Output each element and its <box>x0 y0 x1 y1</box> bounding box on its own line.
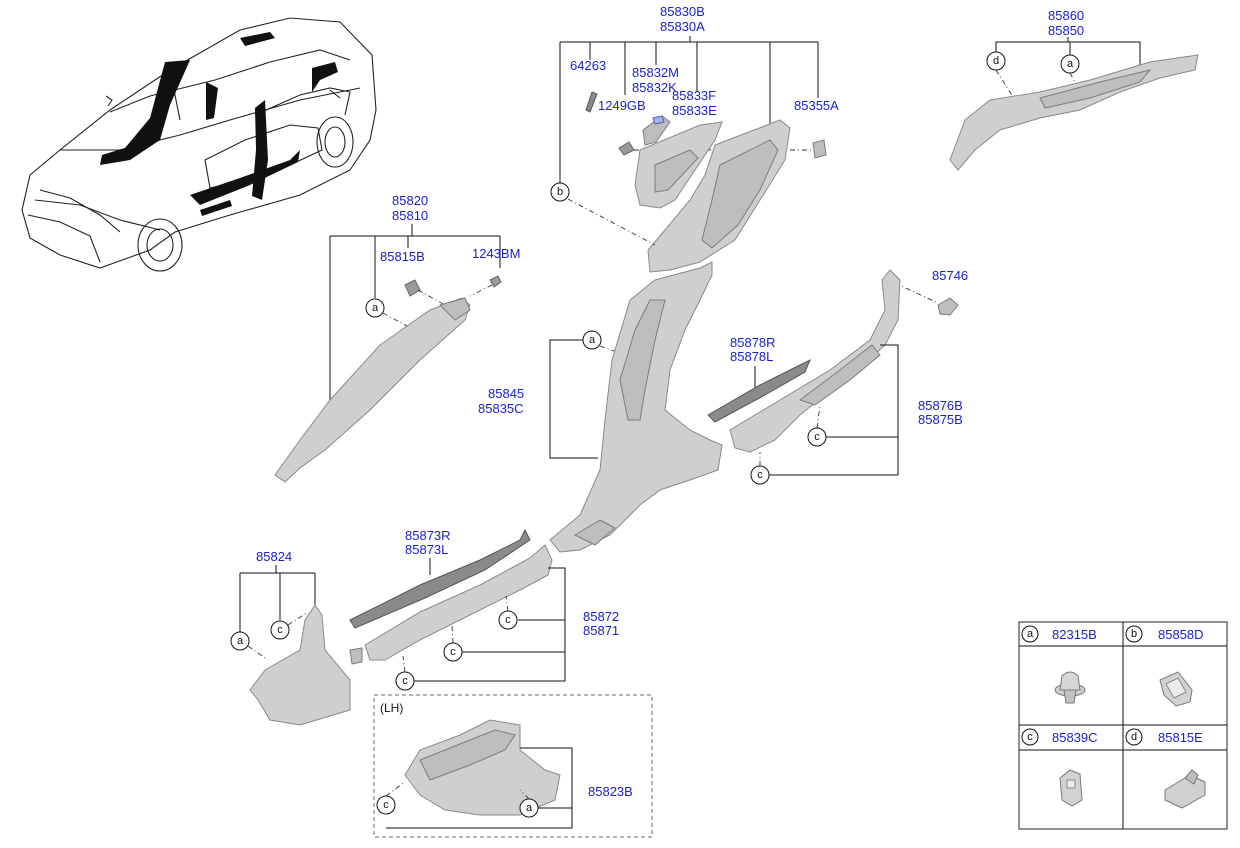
svg-text:a: a <box>237 635 244 647</box>
part-85872 <box>364 544 553 661</box>
legend-part-82315b[interactable]: 82315B <box>1052 627 1097 642</box>
part-label-85830a[interactable]: 85830A <box>660 19 705 34</box>
part-label-85833e[interactable]: 85833E <box>672 103 717 118</box>
part-label-85810[interactable]: 85810 <box>392 208 428 223</box>
part-85820 <box>274 297 471 483</box>
clip-82315b-illustration <box>1054 671 1086 704</box>
vehicle-overview-illustration <box>21 17 377 272</box>
legend-part-85858d[interactable]: 85858D <box>1158 627 1204 642</box>
rear-lower-group: 85746 85878R 85878L 85876B 85875B c c <box>707 268 968 485</box>
part-label-64263[interactable]: 64263 <box>570 58 606 73</box>
part-85824 <box>249 604 351 726</box>
legend-ref-a: a <box>1027 628 1034 640</box>
part-label-85835c[interactable]: 85835C <box>478 401 524 416</box>
part-label-85871[interactable]: 85871 <box>583 623 619 638</box>
part-label-85823b[interactable]: 85823B <box>588 784 633 799</box>
svg-text:c: c <box>402 675 408 687</box>
part-label-85830b[interactable]: 85830B <box>660 4 705 19</box>
ref-label-b: b <box>557 186 563 198</box>
svg-text:c: c <box>757 469 763 481</box>
part-label-85832m[interactable]: 85832M <box>632 65 679 80</box>
part-85823b <box>404 719 561 816</box>
part-label-85815b[interactable]: 85815B <box>380 249 425 264</box>
part-64263 <box>585 91 598 113</box>
part-85873 <box>349 528 531 629</box>
ref-label-a: a <box>1067 58 1074 70</box>
svg-text:c: c <box>450 646 456 658</box>
svg-text:a: a <box>372 302 379 314</box>
part-label-85872[interactable]: 85872 <box>583 609 619 624</box>
sill-group: 85873R 85873L 85872 85871 c c c <box>349 528 619 691</box>
ref-marker-b <box>550 182 570 202</box>
part-label-85820[interactable]: 85820 <box>392 193 428 208</box>
lh-detail-group: (LH) 85823B c a <box>373 694 653 838</box>
ref-label-d: d <box>993 55 999 67</box>
svg-text:c: c <box>814 431 820 443</box>
part-label-85824[interactable]: 85824 <box>256 549 292 564</box>
part-label-85873r[interactable]: 85873R <box>405 528 451 543</box>
part-label-85845[interactable]: 85845 <box>488 386 524 401</box>
part-label-1243bm[interactable]: 1243BM <box>472 246 520 261</box>
part-label-85878l[interactable]: 85878L <box>730 349 773 364</box>
svg-text:a: a <box>526 802 533 814</box>
a-pillar-group: 85820 85810 85815B 1243BM a <box>274 193 520 483</box>
legend-part-85815e[interactable]: 85815E <box>1158 730 1203 745</box>
part-label-85860[interactable]: 85860 <box>1048 8 1084 23</box>
svg-text:c: c <box>277 624 283 636</box>
clip-85815e-illustration <box>1164 769 1206 809</box>
svg-text:c: c <box>383 799 389 811</box>
part-85355a <box>812 139 827 159</box>
part-label-85876b[interactable]: 85876B <box>918 398 963 413</box>
part-label-85746[interactable]: 85746 <box>932 268 968 283</box>
legend-part-85839c[interactable]: 85839C <box>1052 730 1098 745</box>
legend-ref-d: d <box>1131 731 1137 743</box>
clip-85839c-illustration <box>1059 769 1083 807</box>
part-label-85355a[interactable]: 85355A <box>794 98 839 113</box>
part-85876 <box>729 269 901 453</box>
legend-ref-c: c <box>1027 731 1033 743</box>
b-pillar-group: a 85845 85835C <box>478 261 723 553</box>
clip-85858d-illustration <box>1159 671 1193 707</box>
part-label-85875b[interactable]: 85875B <box>918 412 963 427</box>
part-label-85832k[interactable]: 85832K <box>632 80 677 95</box>
upper-trim-group: 85830B 85830A 64263 85832M 85832K 1249GB… <box>550 4 839 273</box>
part-label-85850[interactable]: 85850 <box>1048 23 1084 38</box>
part-label-85873l[interactable]: 85873L <box>405 542 448 557</box>
rear-pillar-group: 85860 85850 d a <box>949 8 1199 171</box>
svg-text:a: a <box>589 334 596 346</box>
fastener-legend-table: a 82315B b 85858D c 85839C d 85815E <box>1018 621 1228 830</box>
part-label-85878r[interactable]: 85878R <box>730 335 776 350</box>
svg-text:c: c <box>505 614 511 626</box>
part-label-85833f[interactable]: 85833F <box>672 88 716 103</box>
legend-ref-b: b <box>1131 628 1137 640</box>
part-1249gb <box>618 141 635 156</box>
kick-panel-group: 85824 a c <box>230 549 363 726</box>
lh-label: (LH) <box>380 701 403 715</box>
part-85878 <box>707 358 811 423</box>
part-label-1249gb[interactable]: 1249GB <box>598 98 646 113</box>
